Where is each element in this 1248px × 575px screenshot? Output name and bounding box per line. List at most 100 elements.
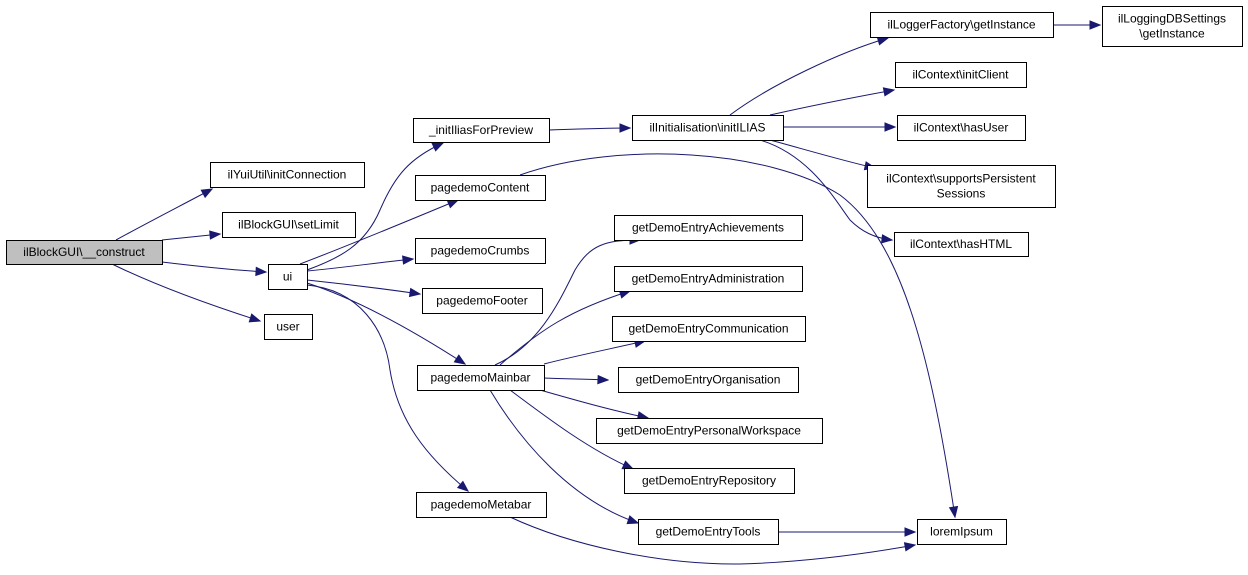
node-box[interactable] [6,240,163,265]
node-pdMetabar[interactable]: pagedemoMetabar [416,492,547,518]
arrowhead [882,87,896,97]
node-gTool[interactable]: getDemoEntryTools [638,519,779,545]
node-label: ilYuiUtil\initConnection [228,168,347,182]
edge-pdMainbar-to-gOrg [543,374,610,385]
node-box[interactable] [612,316,806,342]
edge-gTool-to-lorem [778,527,917,537]
node-label: ilLoggingDBSettings [1118,12,1226,26]
node-box[interactable] [417,365,545,391]
node-box[interactable] [614,215,803,241]
node-box[interactable] [638,519,779,545]
arrowhead [1089,20,1102,30]
edges-layer [111,20,1102,565]
node-label: getDemoEntryCommunication [628,322,788,336]
node-label: ilInitialisation\initILIAS [649,121,765,135]
node-pdCrumbs[interactable]: pagedemoCrumbs [415,238,546,264]
node-ui[interactable]: ui [268,264,308,290]
edge-line [499,290,631,366]
node-box[interactable] [895,62,1027,88]
edge-line [306,258,414,272]
arrowhead [904,527,917,537]
node-logFactory[interactable]: ilLoggerFactory\getInstance [870,12,1054,38]
edge-initILIAS-to-ctxHtml [759,139,894,244]
arrowhead [446,199,460,209]
node-pdFooter[interactable]: pagedemoFooter [422,288,543,314]
node-box[interactable] [632,115,784,141]
node-box[interactable] [867,165,1056,208]
node-ctxUser[interactable]: ilContext\hasUser [897,115,1026,141]
node-pdContent[interactable]: pagedemoContent [415,175,546,201]
node-label: getDemoEntryTools [656,525,761,539]
node-label: loremIpsum [930,525,993,539]
edge-logFactory-to-logDB [1053,20,1102,30]
node-box[interactable] [268,264,308,290]
node-yui[interactable]: ilYuiUtil\initConnection [210,162,365,188]
node-gPer[interactable]: getDemoEntryPersonalWorkspace [596,418,823,444]
node-box[interactable] [614,266,803,292]
edge-pdMainbar-to-gPer [539,389,650,421]
node-box[interactable] [415,175,546,201]
node-label: pagedemoMetabar [431,498,532,512]
arrowhead [621,460,635,470]
node-box[interactable] [894,232,1029,257]
node-box[interactable] [624,468,795,494]
arrowhead [903,542,917,552]
edge-ui-to-pdContent [299,199,460,265]
arrowhead [626,515,640,525]
node-logDB[interactable]: ilLoggingDBSettings\getInstance [1102,6,1243,47]
node-label: ilLoggerFactory\getInstance [887,18,1035,32]
node-box[interactable] [618,367,799,393]
node-box[interactable] [1102,6,1243,47]
node-box[interactable] [416,492,547,518]
node-gAch[interactable]: getDemoEntryAchievements [614,215,803,241]
node-box[interactable] [413,118,550,143]
node-label: ilBlockGUI\setLimit [238,218,339,232]
node-pdMainbar[interactable]: pagedemoMainbar [417,365,545,391]
edge-line [494,239,641,366]
node-label: ui [283,270,292,284]
edge-line [543,340,646,365]
node-user[interactable]: user [264,314,313,340]
node-construct[interactable]: ilBlockGUI\__construct [6,240,163,265]
node-setlimit[interactable]: ilBlockGUI\setLimit [222,212,356,238]
node-gOrg[interactable]: getDemoEntryOrganisation [618,367,799,393]
node-label: pagedemoContent [431,181,530,195]
node-box[interactable] [415,238,546,264]
edge-line [161,261,267,273]
arrowhead [619,123,632,133]
node-gAdm[interactable]: getDemoEntryAdministration [614,266,803,292]
node-label: pagedemoCrumbs [431,244,530,258]
edge-line [539,389,649,419]
nodes-layer: ilBlockGUI\__construct ilYuiUtil\initConn… [6,6,1243,545]
node-initIlias[interactable]: _initIliasForPreview [413,118,550,143]
node-box[interactable] [264,314,313,340]
edge-line [509,516,916,565]
node-box[interactable] [222,212,356,238]
node-label: ilContext\hasHTML [910,237,1012,251]
node-box[interactable] [917,519,1007,545]
node-box[interactable] [596,418,823,444]
node-box[interactable] [870,12,1054,38]
node-label: ilContext\hasUser [914,121,1009,135]
edge-pdMetabar-to-lorem [509,516,917,565]
node-lorem[interactable]: loremIpsum [917,519,1007,545]
edge-line [519,153,956,518]
node-initILIAS[interactable]: ilInitialisation\initILIAS [632,115,784,141]
node-label: getDemoEntryRepository [642,474,776,488]
node-ctxHtml[interactable]: ilContext\hasHTML [894,232,1029,257]
edge-pdMainbar-to-gTool [489,389,640,525]
node-box[interactable] [210,162,365,188]
node-box[interactable] [897,115,1026,141]
edge-initIlias-to-initILIAS [548,123,632,133]
arrowhead [209,230,222,240]
node-label: _initIliasForPreview [428,123,533,137]
arrowhead [248,313,262,323]
node-gCom[interactable]: getDemoEntryCommunication [612,316,806,342]
arrowhead [408,287,422,298]
node-gRep[interactable]: getDemoEntryRepository [624,468,795,494]
node-label: ilContext\initClient [912,68,1009,82]
node-ctxInit[interactable]: ilContext\initClient [895,62,1027,88]
node-box[interactable] [422,288,543,314]
